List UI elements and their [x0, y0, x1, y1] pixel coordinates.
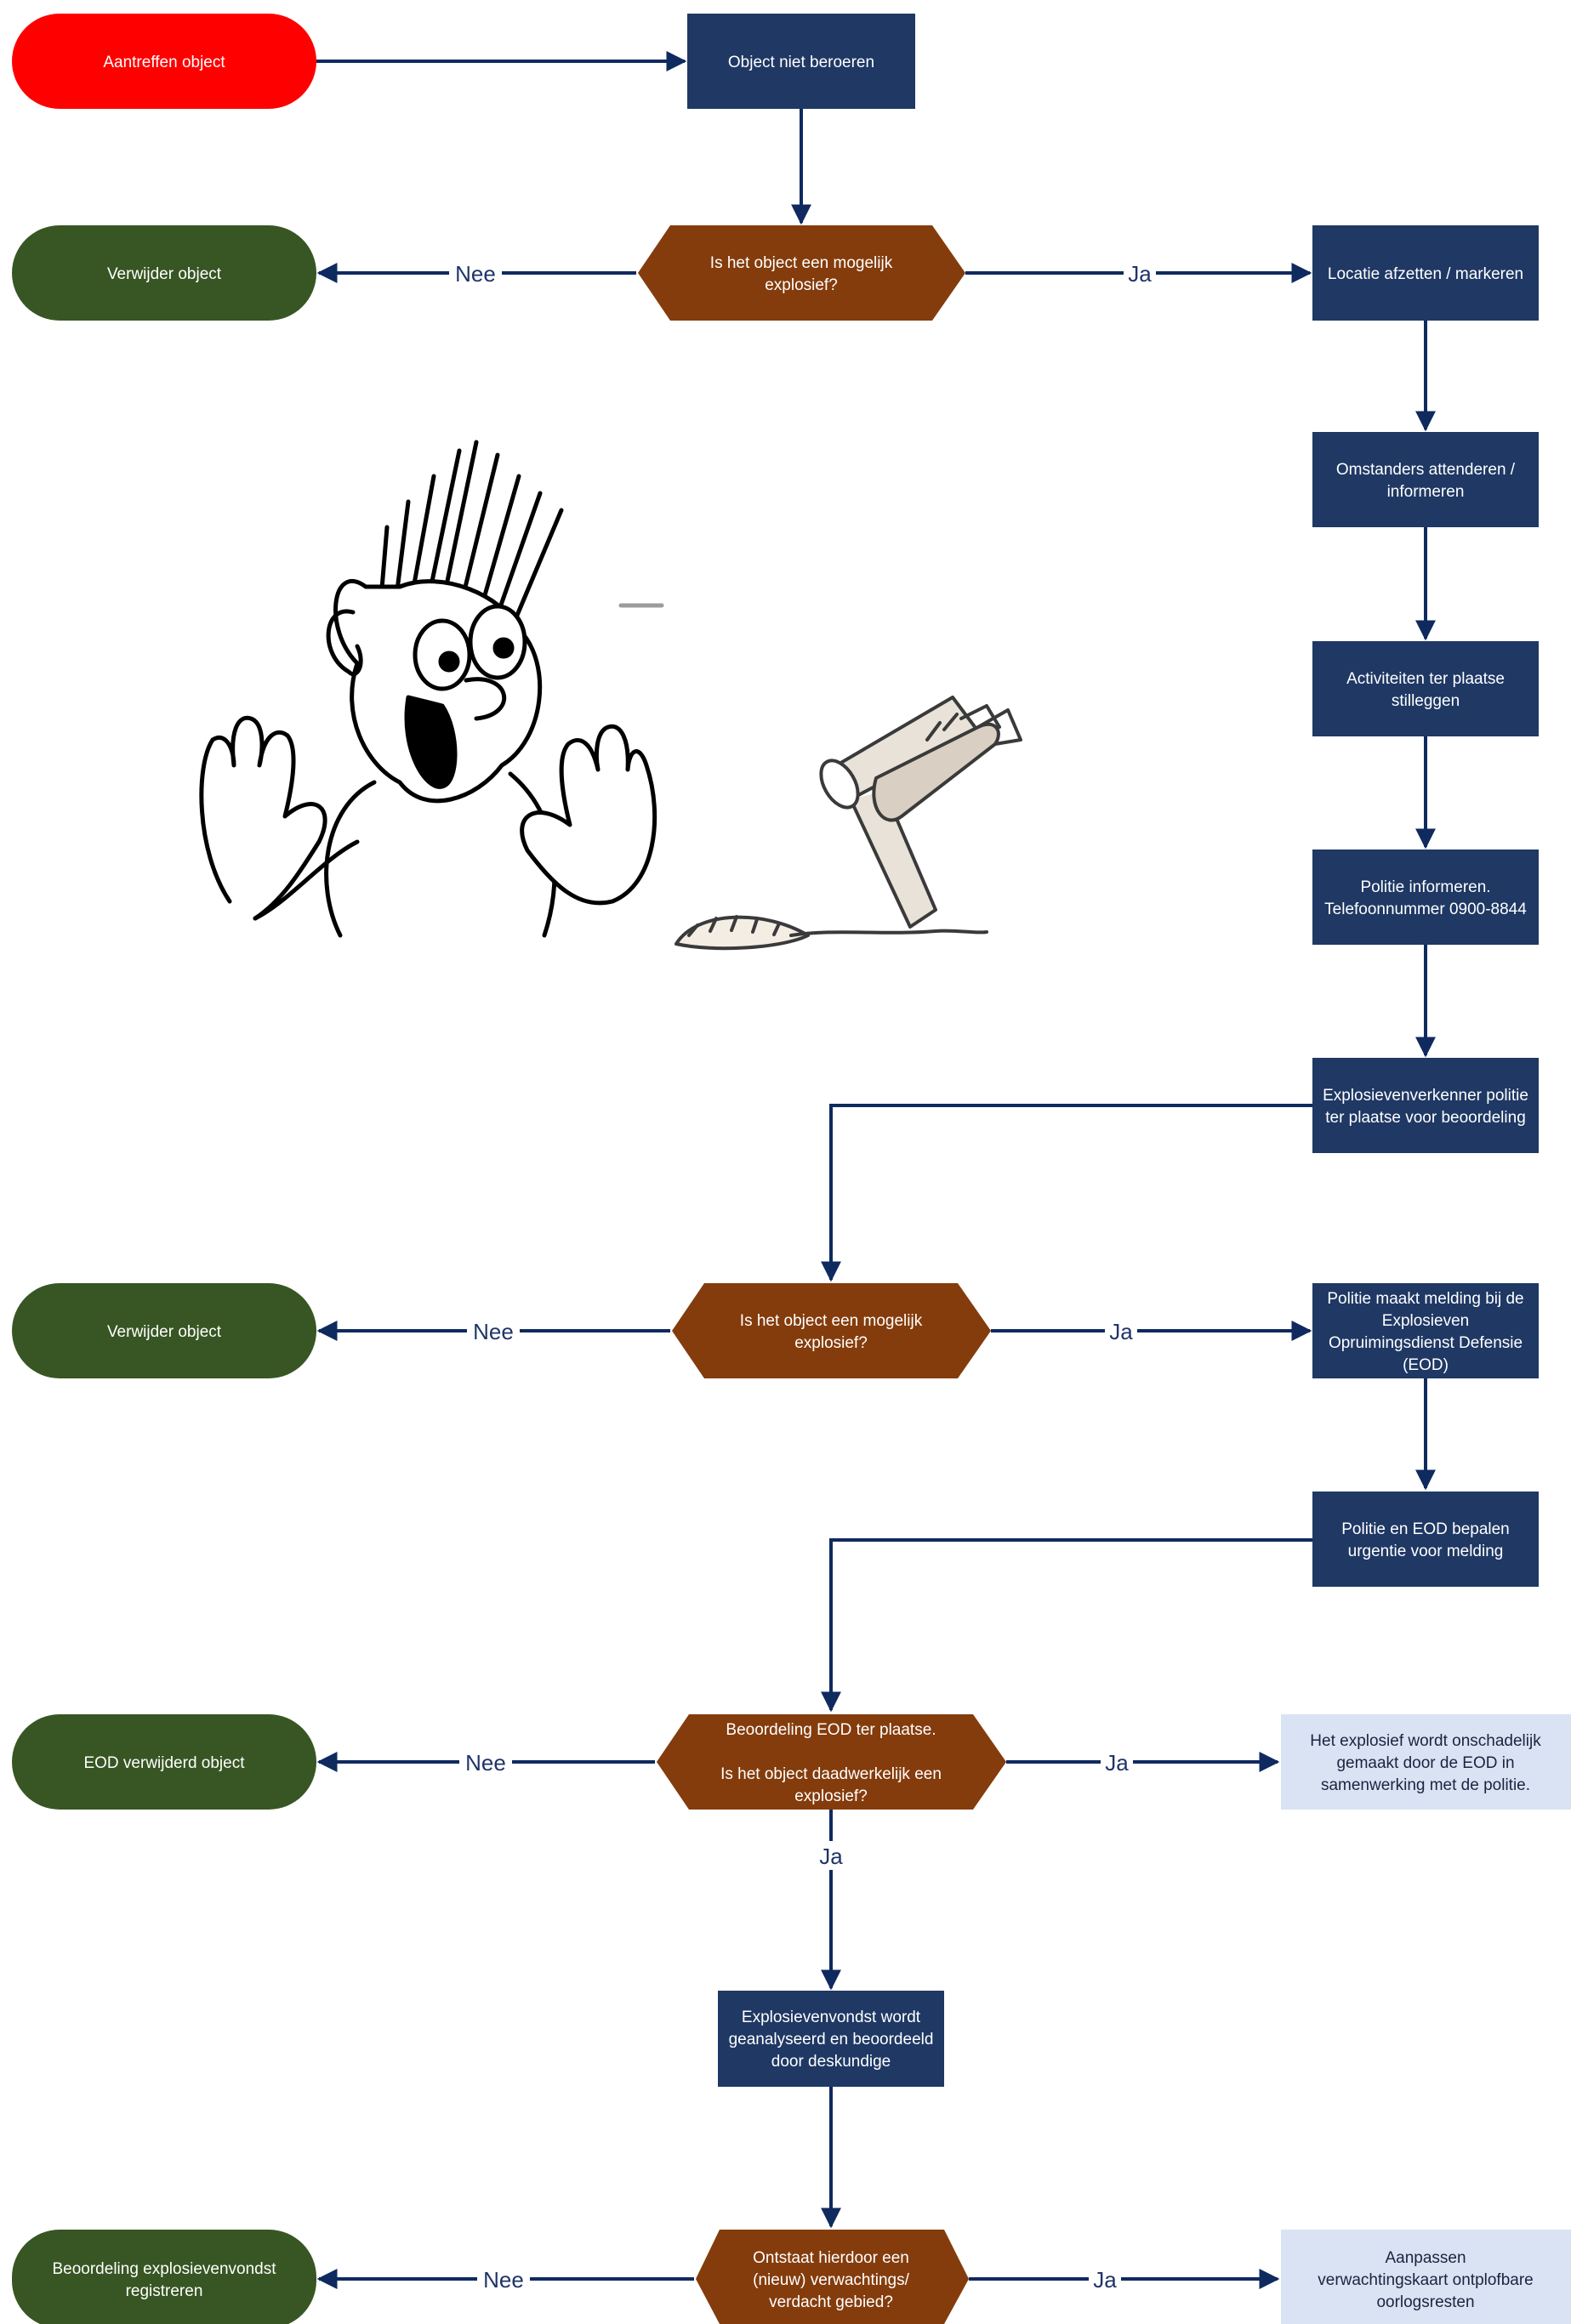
- police-scout-node: [1312, 1058, 1539, 1153]
- register-node-label: Beoordeling explosievenvondst registreren: [52, 2260, 276, 2300]
- edge-scout-to-decision2: [821, 1104, 1312, 1282]
- analysis-node-label-line: door deskundige: [771, 2053, 891, 2071]
- edge-label-d1-no: Nee: [455, 261, 496, 287]
- decision2-node-label-line: Is het object een mogelijk: [740, 1312, 923, 1330]
- remove2-node-label-line: Verwijder object: [107, 1323, 222, 1341]
- police-scout-node-label-line: Explosievenverkenner politie: [1323, 1087, 1528, 1105]
- decision4-node-label-line: Ontstaat hierdoor een: [753, 2249, 909, 2267]
- nodes: Aantreffen object Object niet beroeren I…: [12, 14, 1571, 2324]
- update-map-node-label-line: oorlogsresten: [1376, 2293, 1474, 2311]
- not-touch-node-label-line: Object niet beroeren: [728, 54, 874, 71]
- register-node-label-line: registreren: [126, 2282, 203, 2300]
- halt-activities-node-label: Activiteiten ter plaatse stilleggen: [1346, 670, 1505, 710]
- report-eod-node-label-line: Opruimingsdienst Defensie: [1329, 1334, 1523, 1352]
- decision2-node: [672, 1283, 991, 1378]
- decision3-node-label: Beoordeling EOD ter plaatse. Is het objec…: [720, 1721, 942, 1805]
- not-touch-node-label: Object niet beroeren: [728, 54, 874, 71]
- decision3-node-label-line: Is het object daadwerkelijk een: [720, 1765, 942, 1783]
- update-map-node-label: Aanpassen verwachtingskaart ontplofbare oo…: [1318, 2249, 1533, 2311]
- analysis-node: [718, 1991, 944, 2087]
- neutralize-node-label: Het explosief wordt onschadelijk gemaakt …: [1310, 1732, 1541, 1794]
- eod-removes-node: [12, 1714, 316, 1810]
- edges: [316, 51, 1436, 2289]
- inform-bystanders-node-label: Omstanders attenderen / informeren: [1336, 461, 1516, 501]
- unexploded-bomb-illustration: [675, 696, 1022, 951]
- inform-bystanders-node-label-line: informeren: [1387, 483, 1465, 501]
- police-scout-node-label: Explosievenverkenner politie ter plaatse …: [1323, 1087, 1528, 1127]
- decision1-node-label: Is het object een mogelijk explosief?: [710, 254, 893, 294]
- start-node: [12, 14, 316, 109]
- inform-bystanders-node-label-line: Omstanders attenderen /: [1336, 461, 1516, 479]
- analysis-node-label-line: geanalyseerd en beoordeeld: [729, 2031, 934, 2048]
- edge-label-d2-yes: Ja: [1109, 1319, 1133, 1344]
- edge-label-d4-no: Nee: [483, 2267, 524, 2293]
- edge-label-d1-yes: Ja: [1128, 261, 1152, 287]
- report-eod-node-label-line: Politie maakt melding bij de: [1327, 1290, 1523, 1308]
- halt-activities-node-label-line: stilleggen: [1392, 692, 1460, 710]
- cordon-node: [1312, 225, 1539, 321]
- start-node-label: Aantreffen object: [103, 54, 225, 71]
- edge-label-d4-yes: Ja: [1093, 2267, 1117, 2293]
- cordon-node-label: Locatie afzetten / markeren: [1328, 265, 1523, 283]
- report-eod-node-label-line: (EOD): [1403, 1356, 1449, 1374]
- update-map-node: [1281, 2230, 1571, 2324]
- remove1-node-label-line: Verwijder object: [107, 265, 222, 283]
- start-node-label-line: Aantreffen object: [103, 54, 225, 71]
- report-eod-node-label-line: Explosieven: [1382, 1312, 1469, 1330]
- inform-police-node-label: Politie informeren. Telefoonnummer 0900-8…: [1324, 878, 1527, 918]
- decision1-node-label-line: explosief?: [765, 276, 838, 294]
- inform-police-node: [1312, 849, 1539, 945]
- cordon-node-label-line: Locatie afzetten / markeren: [1328, 265, 1523, 283]
- update-map-node-label-line: Aanpassen: [1385, 2249, 1466, 2267]
- edge-label-d3-down: Ja: [819, 1844, 843, 1869]
- remove1-node: [12, 225, 316, 321]
- inform-police-node-label-line: Politie informeren.: [1360, 878, 1490, 896]
- neutralize-node-label-line: Het explosief wordt onschadelijk: [1310, 1732, 1541, 1750]
- eod-removes-node-label: EOD verwijderd object: [83, 1754, 245, 1772]
- register-node-label-line: Beoordeling explosievenvondst: [52, 2260, 276, 2278]
- remove1-node-label: Verwijder object: [107, 265, 222, 283]
- decision2-node-label: Is het object een mogelijk explosief?: [740, 1312, 923, 1352]
- not-touch-node: [687, 14, 915, 109]
- decision3-node-label-line: explosief?: [794, 1787, 868, 1805]
- edge-urgency-to-decision3: [821, 1538, 1312, 1713]
- decision3-node: [657, 1714, 1006, 1810]
- decision4-node-label-line: verdacht gebied?: [769, 2293, 893, 2311]
- eod-removes-node-label-line: EOD verwijderd object: [83, 1754, 245, 1772]
- report-eod-node: [1312, 1283, 1539, 1378]
- remove2-node: [12, 1283, 316, 1378]
- edge-label-d2-no: Nee: [473, 1319, 514, 1344]
- update-map-node-label-line: verwachtingskaart ontplofbare: [1318, 2271, 1533, 2289]
- register-node: [12, 2230, 316, 2324]
- analysis-node-label-line: Explosievenvondst wordt: [742, 2009, 921, 2026]
- edge-labels: Nee Ja Nee Ja Nee Ja Ja Nee Ja: [449, 259, 1156, 2293]
- inform-police-node-label-line: Telefoonnummer 0900-8844: [1324, 901, 1527, 918]
- edge-label-d3-no: Nee: [465, 1750, 506, 1776]
- urgency-node: [1312, 1492, 1539, 1587]
- decision3-node-label-line: Beoordeling EOD ter plaatse.: [726, 1721, 936, 1739]
- remove2-node-label: Verwijder object: [107, 1323, 222, 1341]
- police-scout-node-label-line: ter plaatse voor beoordeling: [1325, 1109, 1526, 1127]
- decision4-node: [696, 2230, 969, 2324]
- analysis-node-label: Explosievenvondst wordt geanalyseerd en b…: [729, 2009, 934, 2071]
- urgency-node-label-line: urgentie voor melding: [1348, 1543, 1504, 1560]
- neutralize-node: [1281, 1714, 1571, 1810]
- inform-bystanders-node: [1312, 432, 1539, 527]
- decision4-node-label-line: (nieuw) verwachtings/: [753, 2271, 909, 2289]
- decision2-node-label-line: explosief?: [794, 1334, 868, 1352]
- edge-label-d3-yes: Ja: [1105, 1750, 1129, 1776]
- shocked-man-illustration: [199, 440, 664, 938]
- decision4-node-label: Ontstaat hierdoor een (nieuw) verwachting…: [753, 2249, 909, 2311]
- halt-activities-node-label-line: Activiteiten ter plaatse: [1346, 670, 1505, 688]
- decision1-node-label-line: Is het object een mogelijk: [710, 254, 893, 272]
- neutralize-node-label-line: gemaakt door de EOD in: [1336, 1754, 1514, 1772]
- urgency-node-label-line: Politie en EOD bepalen: [1341, 1520, 1510, 1538]
- decision1-node: [638, 225, 965, 321]
- neutralize-node-label-line: samenwerking met de politie.: [1321, 1776, 1530, 1794]
- halt-activities-node: [1312, 641, 1539, 736]
- urgency-node-label: Politie en EOD bepalen urgentie voor meld…: [1341, 1520, 1510, 1560]
